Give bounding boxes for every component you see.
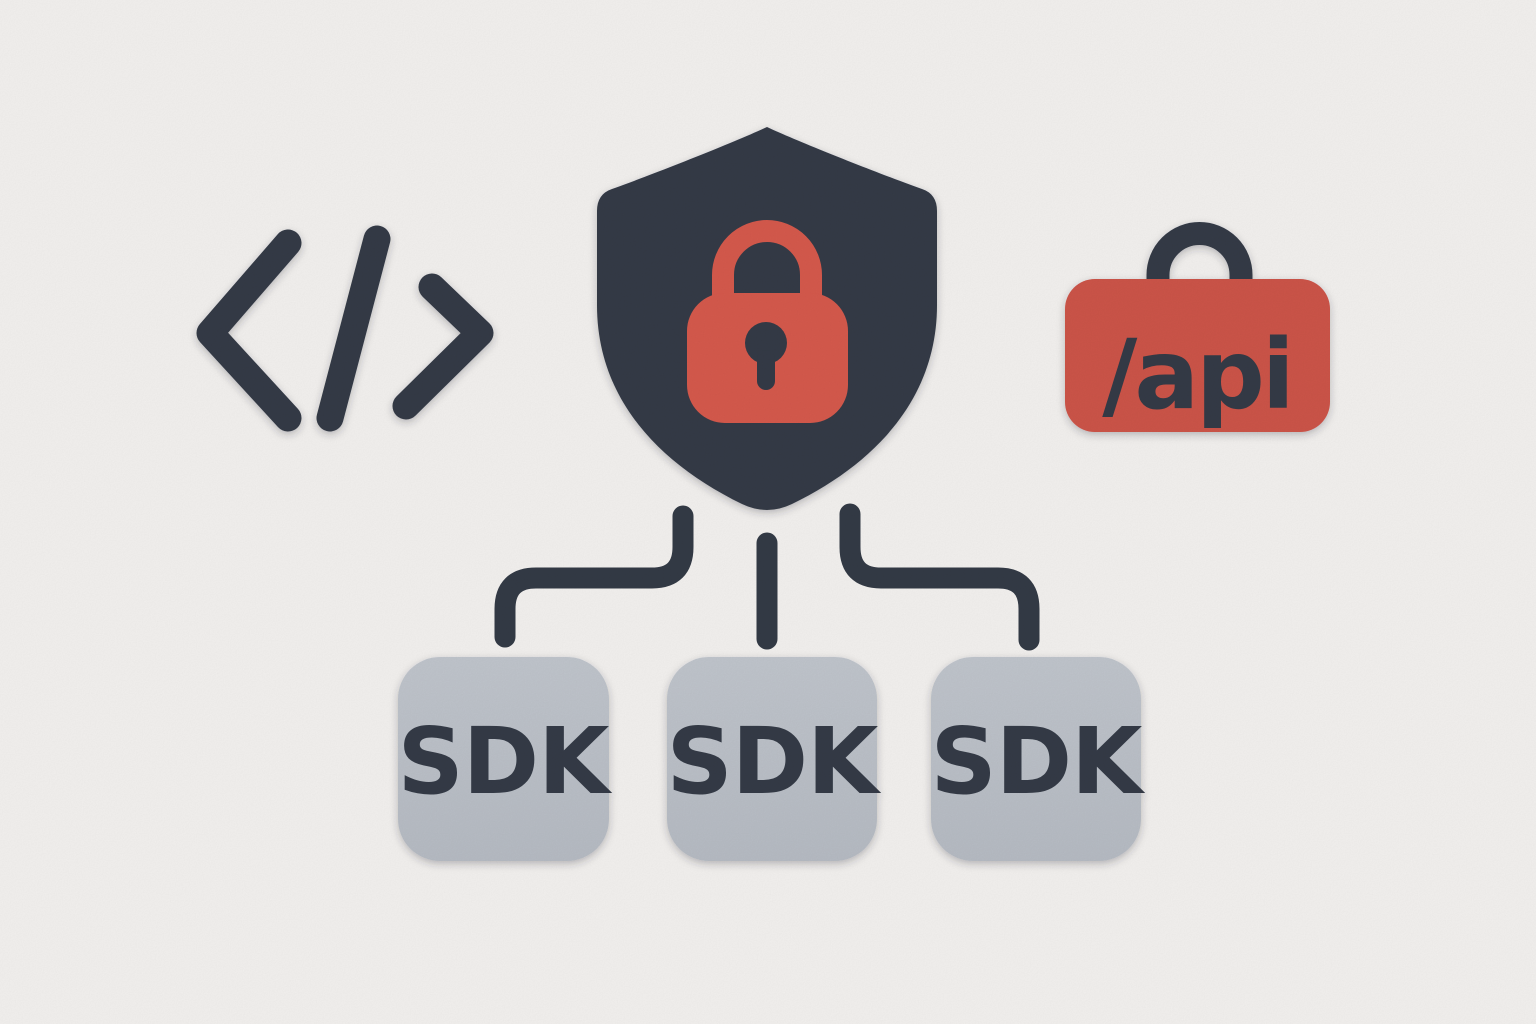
grain-texture-overlay (0, 0, 1536, 1024)
security-illustration: /api SDK SDK SDK (0, 0, 1536, 1024)
illustration-canvas: /api SDK SDK SDK (0, 0, 1536, 1024)
